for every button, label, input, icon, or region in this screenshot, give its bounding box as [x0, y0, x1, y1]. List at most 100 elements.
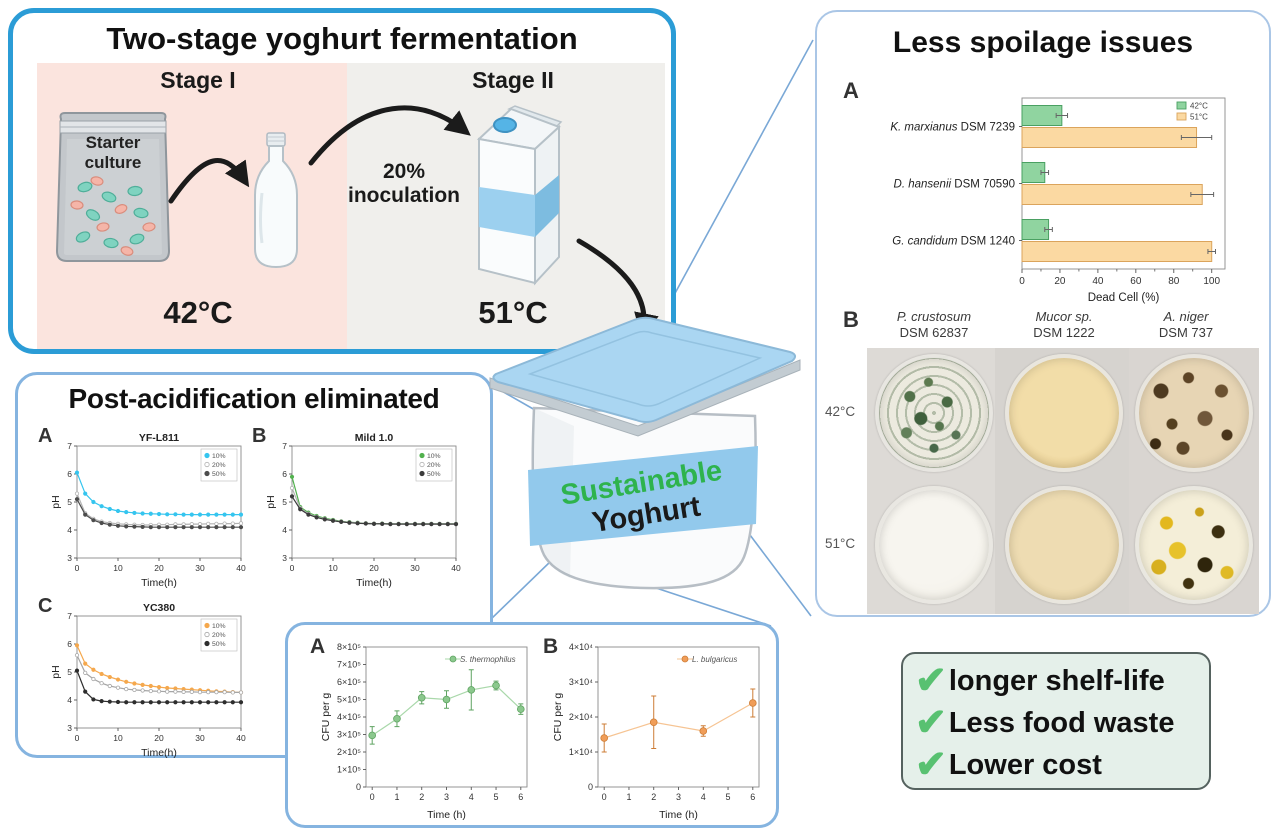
svg-text:4: 4: [469, 792, 474, 802]
svg-text:4: 4: [701, 792, 706, 802]
svg-text:3×10⁵: 3×10⁵: [337, 730, 361, 740]
svg-text:7: 7: [67, 441, 72, 451]
svg-text:8×10⁵: 8×10⁵: [337, 642, 361, 652]
svg-text:5×10⁵: 5×10⁵: [337, 695, 361, 705]
svg-text:Time(h): Time(h): [141, 747, 177, 759]
petri-column-header: Mucor sp. DSM 1222: [1033, 309, 1095, 341]
spoilage-title: Less spoilage issues: [892, 26, 1194, 59]
svg-text:Time(h): Time(h): [141, 577, 177, 589]
benefits-panel: ✔ longer shelf-life ✔ Less food waste ✔ …: [901, 652, 1211, 790]
svg-text:Time(h): Time(h): [356, 577, 392, 589]
petri-column-header: A. niger DSM 737: [1158, 309, 1214, 341]
milk-bottle-icon: [254, 132, 298, 269]
svg-text:20: 20: [154, 563, 164, 573]
svg-text:pH: pH: [50, 665, 62, 678]
svg-text:20%: 20%: [212, 462, 226, 469]
svg-text:40: 40: [1092, 276, 1104, 287]
svg-text:51°C: 51°C: [1190, 113, 1208, 122]
petri-dish-42c-a-niger: [1135, 354, 1253, 472]
benefit-label: Lower cost: [948, 748, 1102, 781]
stage2-label: Stage II: [472, 67, 554, 93]
svg-text:L. bulgaricus: L. bulgaricus: [692, 655, 737, 664]
svg-text:1×10⁵: 1×10⁵: [337, 765, 361, 775]
svg-text:3: 3: [67, 723, 72, 733]
postacid-panel-b-letter: B: [252, 425, 267, 447]
svg-text:20%: 20%: [427, 462, 441, 469]
svg-text:6: 6: [750, 792, 755, 802]
spoilage-panel-a-letter: A: [843, 78, 859, 103]
svg-text:3: 3: [67, 553, 72, 563]
starter-culture-label: Starter culture: [84, 133, 142, 173]
svg-text:2×10⁵: 2×10⁵: [337, 747, 361, 757]
svg-text:6: 6: [282, 469, 287, 479]
check-icon: ✔: [915, 744, 947, 786]
svg-text:40: 40: [236, 733, 246, 743]
svg-text:0: 0: [1019, 276, 1025, 287]
svg-text:100: 100: [1203, 276, 1220, 287]
svg-text:40: 40: [451, 563, 461, 573]
svg-text:30: 30: [195, 733, 205, 743]
petri-row-label-51c: 51°C: [825, 536, 856, 551]
petri-dish-51c-mucor: [1005, 486, 1123, 604]
petri-photo-grid: [867, 348, 1259, 614]
svg-text:3: 3: [444, 792, 449, 802]
svg-text:5: 5: [67, 667, 72, 677]
benefit-row: ✔ Less food waste: [915, 702, 1209, 744]
svg-text:1: 1: [394, 792, 399, 802]
spoilage-panel-b-letter: B: [843, 307, 859, 332]
inoculation-label: 20% inoculation: [348, 160, 460, 208]
svg-text:10%: 10%: [212, 453, 226, 460]
svg-text:0: 0: [75, 733, 80, 743]
svg-text:S. thermophilus: S. thermophilus: [460, 655, 516, 664]
svg-text:3: 3: [676, 792, 681, 802]
starter-culture-bag-icon: [55, 112, 171, 262]
svg-text:1×10⁴: 1×10⁴: [569, 747, 593, 757]
svg-text:pH: pH: [265, 495, 277, 508]
petri-dish-51c-p-crustosum: [875, 486, 993, 604]
benefit-label: Less food waste: [948, 706, 1175, 739]
svg-text:50%: 50%: [212, 471, 226, 478]
svg-text:6: 6: [518, 792, 523, 802]
svg-text:3: 3: [282, 553, 287, 563]
svg-text:pH: pH: [50, 495, 62, 508]
svg-text:20: 20: [1054, 276, 1066, 287]
postacid-panel-a-letter: A: [38, 425, 53, 447]
stage1-label: Stage I: [160, 67, 236, 93]
benefit-label: longer shelf-life: [948, 664, 1165, 697]
svg-text:6: 6: [67, 469, 72, 479]
svg-text:4: 4: [282, 525, 287, 535]
stage1-temperature: 42°C: [163, 295, 233, 330]
svg-text:G. candidum DSM 1240: G. candidum DSM 1240: [892, 236, 1015, 248]
growth-panel-b-letter: B: [543, 635, 559, 658]
svg-text:4: 4: [67, 695, 72, 705]
arrow-bottle-to-carton: [308, 105, 471, 166]
spoilage-panel: Less spoilage issues A K. marxianus DSM …: [815, 10, 1271, 617]
petri-dish-42c-p-crustosum: [875, 354, 993, 472]
svg-text:5: 5: [67, 497, 72, 507]
svg-text:20: 20: [154, 733, 164, 743]
milk-carton-icon: [476, 105, 563, 286]
svg-text:4×10⁴: 4×10⁴: [569, 642, 593, 652]
svg-text:0: 0: [588, 782, 593, 792]
svg-text:30: 30: [410, 563, 420, 573]
svg-text:7×10⁵: 7×10⁵: [337, 660, 361, 670]
svg-text:0: 0: [602, 792, 607, 802]
svg-text:YF-L811: YF-L811: [139, 432, 179, 444]
svg-text:CFU per g: CFU per g: [320, 693, 332, 742]
svg-text:50%: 50%: [212, 641, 226, 648]
svg-text:2: 2: [419, 792, 424, 802]
svg-text:2: 2: [651, 792, 656, 802]
svg-text:D. hansenii DSM 70590: D. hansenii DSM 70590: [894, 179, 1015, 191]
svg-text:10%: 10%: [212, 623, 226, 630]
svg-text:7: 7: [282, 441, 287, 451]
yoghurt-tub: Sustainable Yoghurt: [489, 316, 801, 590]
svg-text:YC380: YC380: [143, 602, 175, 614]
svg-text:6: 6: [67, 639, 72, 649]
svg-text:7: 7: [67, 611, 72, 621]
svg-text:2×10⁴: 2×10⁴: [569, 712, 593, 722]
